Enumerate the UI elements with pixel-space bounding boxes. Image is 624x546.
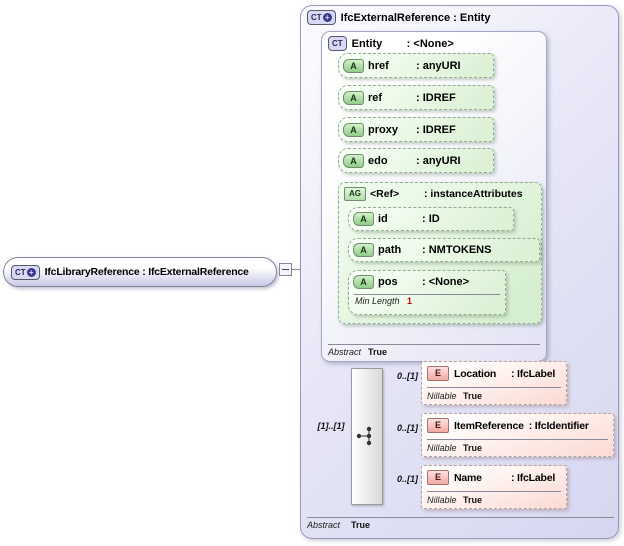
nillable-row: Nillable True: [427, 391, 482, 401]
abstract-row: Abstract True: [307, 520, 370, 530]
nillable-row: Nillable True: [427, 495, 482, 505]
element-icon: E: [427, 470, 449, 485]
attribute-pos[interactable]: A pos : <None> Min Length 1: [348, 270, 506, 315]
type-box-title: IfcExternalReference : Entity: [340, 11, 491, 24]
plus-icon: +: [26, 267, 36, 277]
divider: [427, 387, 561, 388]
attribute-icon: A: [343, 122, 364, 137]
abstract-row: Abstract True: [328, 347, 387, 357]
element-header: E ItemReference : IfcIdentifier: [427, 418, 589, 433]
plus-icon: +: [322, 13, 332, 22]
attribute-name: path: [378, 244, 402, 256]
attribute-type: : anyURI: [416, 59, 461, 72]
attribute-type: : <None>: [422, 275, 470, 288]
sequence-compositor-icon: [356, 426, 372, 446]
nillable-value: True: [463, 495, 483, 505]
minus-icon: [282, 269, 289, 270]
element-type: : IfcIdentifier: [528, 419, 589, 432]
attribute-type: : NMTOKENS: [422, 244, 492, 256]
entity-name: Entity: [351, 37, 383, 50]
complex-type-icon: CT +: [11, 264, 40, 280]
attribute-name: ref: [368, 91, 383, 104]
attribute-name: edo: [368, 154, 388, 167]
entity-type: : <None>: [406, 37, 454, 50]
occurrence-label: 0..[1]: [396, 474, 418, 484]
element-header: E Name : IfcLabel: [427, 470, 555, 485]
attribute-type: : IDREF: [416, 123, 456, 136]
attribute-ref[interactable]: A ref : IDREF: [338, 85, 494, 110]
element-type: : IfcLabel: [511, 367, 556, 380]
element-icon: E: [427, 366, 449, 381]
attribute-type: : IDREF: [416, 91, 456, 104]
attribute-group-type: : instanceAttributes: [424, 188, 523, 200]
divider: [427, 491, 561, 492]
attribute-href[interactable]: A href : anyURI: [338, 53, 494, 78]
facet-label: Min Length: [355, 296, 400, 306]
attribute-edo[interactable]: A edo : anyURI: [338, 148, 494, 173]
sequence-compositor[interactable]: [351, 368, 383, 505]
abstract-label: Abstract: [307, 520, 341, 530]
attribute-name: pos: [378, 275, 398, 288]
divider: [307, 517, 614, 518]
facet-row: Min Length 1: [349, 292, 505, 306]
attribute-icon: A: [353, 243, 374, 257]
attribute-name: proxy: [368, 123, 398, 136]
attribute-id[interactable]: A id : ID: [348, 207, 514, 231]
facet-value: 1: [407, 296, 413, 306]
attribute-icon: A: [353, 212, 374, 226]
entity-header: CT Entity : <None>: [328, 36, 454, 51]
divider: [427, 439, 608, 440]
element-type: : IfcLabel: [511, 471, 556, 484]
abstract-value: True: [368, 347, 388, 357]
nillable-label: Nillable: [427, 443, 457, 453]
type-box-header: CT + IfcExternalReference : Entity: [307, 10, 490, 25]
element-name: ItemReference: [454, 419, 524, 432]
occurrence-label: 0..[1]: [396, 423, 418, 433]
attribute-proxy[interactable]: A proxy : IDREF: [338, 117, 494, 142]
nillable-value: True: [463, 443, 483, 453]
element-location[interactable]: E Location : IfcLabel Nillable True: [421, 361, 567, 405]
element-ifclibraryreference[interactable]: CT + IfcLibraryReference : IfcExternalRe…: [3, 257, 277, 287]
attribute-group-name: <Ref>: [370, 188, 400, 200]
nillable-value: True: [463, 391, 483, 401]
attribute-path[interactable]: A path : NMTOKENS: [348, 238, 540, 262]
collapse-toggle[interactable]: [279, 263, 292, 276]
attribute-group-icon: AG: [344, 187, 366, 201]
attribute-icon: A: [343, 58, 364, 73]
attribute-name: id: [378, 213, 388, 225]
nillable-row: Nillable True: [427, 443, 482, 453]
occurrence-label: 0..[1]: [396, 371, 418, 381]
attribute-type: : ID: [422, 213, 440, 225]
source-element-label: IfcLibraryReference : IfcExternalReferen…: [44, 266, 249, 278]
attribute-type: : anyURI: [416, 154, 461, 167]
divider: [328, 344, 540, 345]
attribute-icon: A: [343, 90, 364, 105]
complex-type-icon: CT: [328, 36, 347, 51]
divider: [354, 294, 500, 295]
element-name: Location: [454, 367, 497, 380]
element-itemreference[interactable]: E ItemReference : IfcIdentifier Nillable…: [421, 413, 614, 457]
attribute-group-header: AG <Ref> : instanceAttributes: [344, 187, 523, 201]
complex-type-icon: CT +: [307, 10, 336, 25]
nillable-label: Nillable: [427, 495, 457, 505]
abstract-value: True: [351, 520, 371, 530]
attribute-icon: A: [343, 153, 364, 168]
attribute-icon: A: [353, 274, 374, 289]
element-name-ifclabel[interactable]: E Name : IfcLabel Nillable True: [421, 465, 567, 509]
abstract-label: Abstract: [328, 347, 362, 357]
element-name: Name: [454, 471, 482, 484]
cardinality-label: [1]..[1]: [317, 421, 345, 431]
attribute-name: href: [368, 59, 389, 72]
element-icon: E: [427, 418, 449, 433]
attribute-pos-header: A pos : <None>: [349, 271, 505, 292]
nillable-label: Nillable: [427, 391, 457, 401]
element-header: E Location : IfcLabel: [427, 366, 555, 381]
